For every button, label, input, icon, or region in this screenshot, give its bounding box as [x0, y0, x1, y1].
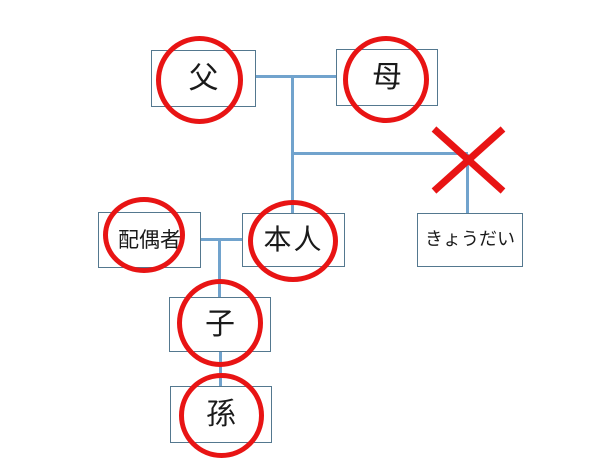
- node-self: 本人: [242, 213, 345, 267]
- connector-parents-to-self: [291, 76, 294, 213]
- connector-father-mother: [255, 75, 337, 78]
- connector-sibling-drop: [466, 154, 469, 213]
- node-mother: 母: [336, 49, 438, 106]
- node-child: 子: [169, 297, 271, 352]
- node-self-label: 本人: [263, 223, 324, 256]
- node-mother-label: 母: [372, 59, 402, 95]
- node-grandchild: 孫: [170, 386, 272, 443]
- node-sibling-label: きょうだい: [425, 229, 515, 250]
- node-father: 父: [151, 50, 256, 107]
- node-spouse: 配偶者: [98, 212, 201, 268]
- node-sibling: きょうだい: [417, 213, 523, 267]
- node-spouse-label: 配偶者: [118, 227, 181, 252]
- connector-couple-to-child: [218, 240, 221, 297]
- node-grandchild-label: 孫: [206, 396, 236, 432]
- connector-parents-to-sibling-horizontal: [291, 152, 468, 155]
- connector-spouse-self: [201, 238, 242, 241]
- connector-child-to-grandchild: [219, 352, 222, 386]
- node-child-label: 子: [205, 306, 235, 342]
- node-father-label: 父: [188, 60, 219, 96]
